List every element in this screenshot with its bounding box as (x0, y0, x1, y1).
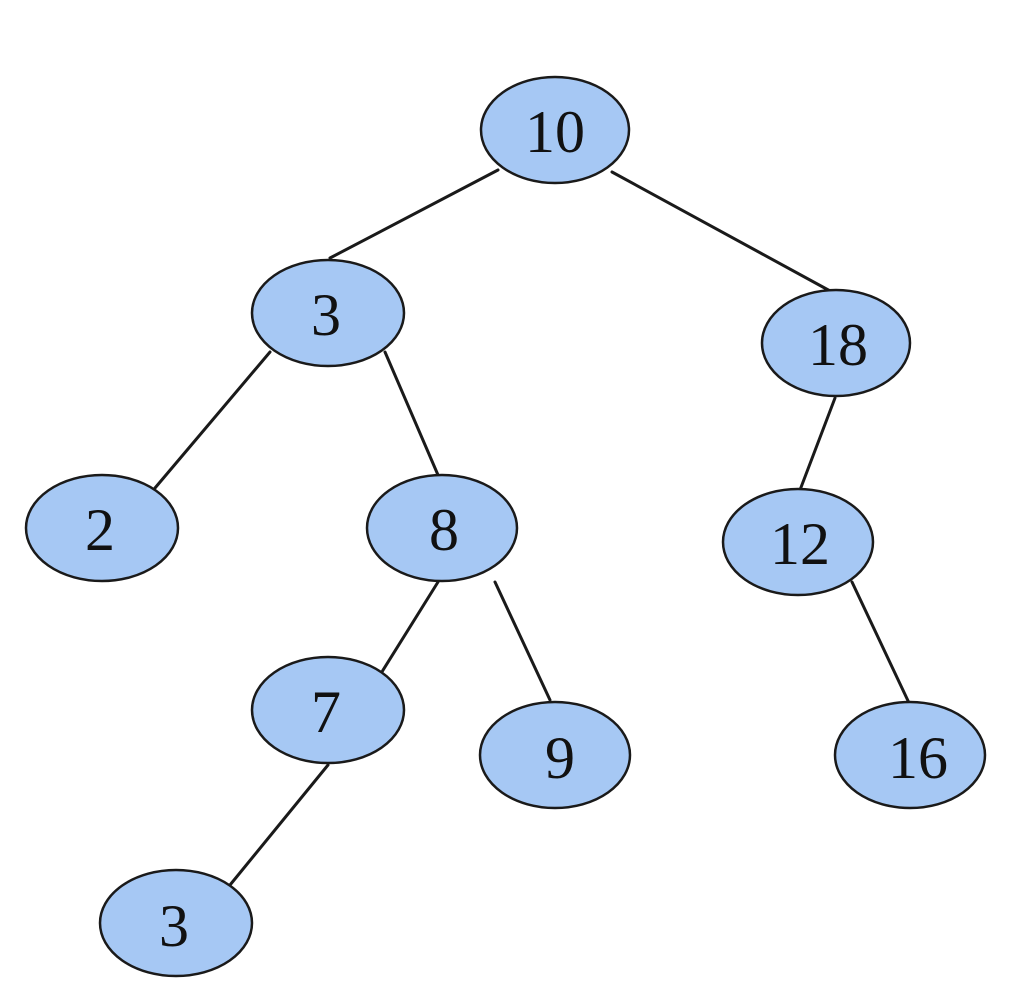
node-label: 16 (888, 725, 948, 791)
tree-node-10: 10 (479, 75, 631, 185)
node-label: 9 (545, 725, 575, 791)
node-ellipse (98, 868, 254, 978)
node-label: 3 (311, 282, 341, 348)
node-label: 8 (429, 497, 459, 563)
edge-3-to-8 (383, 350, 440, 477)
edges (153, 168, 912, 887)
tree-node-2: 2 (24, 473, 180, 583)
tree-node-3-leaf: 3 (98, 868, 254, 978)
tree-node-9: 9 (478, 700, 632, 810)
node-ellipse (478, 700, 632, 810)
node-ellipse (250, 655, 406, 765)
tree-node-12: 12 (721, 487, 875, 597)
edge-12-to-16 (850, 580, 912, 707)
node-label: 2 (85, 497, 115, 563)
node-ellipse (833, 700, 987, 810)
node-ellipse (365, 473, 519, 583)
edge-7-to-3 (228, 763, 330, 887)
node-label: 7 (311, 679, 341, 745)
edge-8-to-7 (378, 580, 440, 677)
edge-10-to-3 (328, 168, 500, 260)
node-label: 3 (159, 893, 189, 959)
nodes: 10 3 18 2 8 12 7 9 (24, 75, 987, 978)
node-label: 12 (770, 511, 830, 577)
tree-node-18: 18 (760, 288, 912, 398)
tree-node-16: 16 (833, 700, 987, 810)
node-ellipse (250, 258, 406, 368)
node-ellipse (721, 487, 875, 597)
node-ellipse (479, 75, 631, 185)
tree-node-7: 7 (250, 655, 406, 765)
edge-8-to-9 (493, 580, 552, 702)
node-ellipse (760, 288, 912, 398)
tree-node-3: 3 (250, 258, 406, 368)
edge-10-to-18 (610, 170, 834, 294)
edge-18-to-12 (798, 396, 837, 492)
edge-3-to-2 (153, 350, 272, 490)
node-label: 10 (525, 99, 585, 165)
node-ellipse (24, 473, 180, 583)
tree-node-8: 8 (365, 473, 519, 583)
node-label: 18 (808, 312, 868, 378)
